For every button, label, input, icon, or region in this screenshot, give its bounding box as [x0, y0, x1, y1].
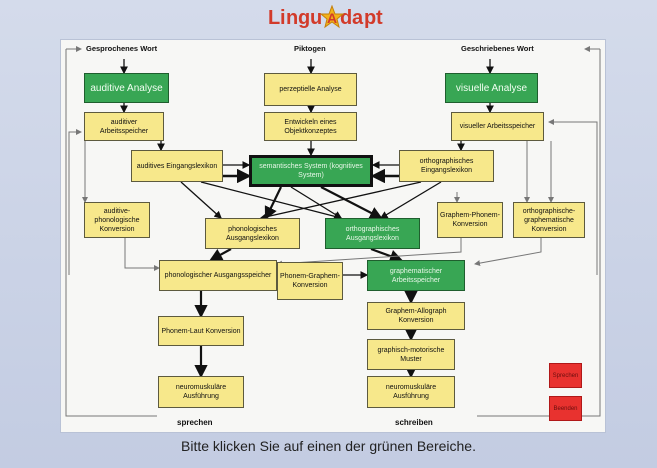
- semantisches-system-button[interactable]: semantisches System (kognitives System): [249, 155, 373, 187]
- auditiver-arbeitsspeicher-box: auditiver Arbeitsspeicher: [84, 112, 164, 141]
- instruction-text: Bitte klicken Sie auf einen der grünen B…: [181, 438, 476, 454]
- sprechen-button[interactable]: Sprechen: [549, 363, 582, 388]
- orthographisch-graphematische-konversion-box: orthographische-graphematische Konversio…: [513, 202, 585, 238]
- header-written-word: Geschriebenes Wort: [461, 44, 534, 53]
- logo-letter: d: [340, 7, 353, 29]
- phonologisches-ausgangslexikon-box: phonologisches Ausgangslexikon: [205, 218, 300, 249]
- graphem-phonem-konversion-box: Graphem-Phonem-Konversion: [437, 202, 503, 238]
- footer-speaking: sprechen: [177, 418, 213, 427]
- logo-letter: i: [280, 7, 286, 29]
- perzeptuelle-analyse-box: perzeptielle Analyse: [264, 73, 357, 106]
- footer-writing: schreiben: [395, 418, 433, 427]
- logo-letter: u: [310, 7, 323, 29]
- orthographisches-ausgangslexikon-button[interactable]: orthographisches Ausgangslexikon: [325, 218, 420, 249]
- phonologischer-ausgangsspeicher-box: phonologischer Ausgangsspeicher: [159, 260, 277, 291]
- graphem-allograph-konversion-box: Graphem-Allograph Konversion: [367, 302, 465, 330]
- neuromuskulaere-ausfuehrung-speech-box: neuromuskuläre Ausführung: [158, 376, 244, 408]
- auditives-eingangslexikon-box: auditives Eingangslexikon: [131, 150, 223, 182]
- neuromuskulaere-ausfuehrung-writing-box: neuromuskuläre Ausführung: [367, 376, 455, 408]
- beenden-button[interactable]: Beenden: [549, 396, 582, 421]
- logo-star-icon: A: [320, 5, 344, 29]
- logo-letter: p: [364, 7, 377, 29]
- objektkonzept-box: Entwickeln eines Objektkonzeptes: [264, 112, 357, 141]
- phonem-laut-konversion-box: Phonem-Laut Konversion: [158, 316, 244, 346]
- orthographisches-eingangslexikon-box: orthographisches Eingangslexikon: [399, 150, 494, 182]
- logo-letter: a: [352, 7, 364, 29]
- app-logo: L i n g u d a p t A: [268, 5, 392, 31]
- graphisch-motorische-muster-box: graphisch-motorische Muster: [367, 339, 455, 370]
- logo-letter: n: [286, 7, 299, 29]
- diagram-panel: Gesprochenes Wort Piktogen Geschriebenes…: [60, 39, 606, 433]
- logo-letter: L: [268, 7, 281, 29]
- connection-lines: [65, 46, 601, 417]
- visuelle-analyse-button[interactable]: visuelle Analyse: [445, 73, 538, 103]
- graphematischer-arbeitsspeicher-button[interactable]: graphematischer Arbeitsspeicher: [367, 260, 465, 291]
- header-pictogram: Piktogen: [294, 44, 326, 53]
- logo-letter: g: [298, 7, 311, 29]
- header-spoken-word: Gesprochenes Wort: [86, 44, 158, 53]
- auditive-analyse-button[interactable]: auditive Analyse: [84, 73, 169, 103]
- visueller-arbeitsspeicher-box: visueller Arbeitsspeicher: [451, 112, 544, 141]
- logo-letter: t: [376, 7, 383, 29]
- svg-text:A: A: [327, 10, 337, 26]
- auditiv-phonologische-konversion-box: auditive-phonologische Konversion: [84, 202, 150, 238]
- phonem-graphem-konversion-box: Phonem-Graphem-Konversion: [277, 262, 343, 300]
